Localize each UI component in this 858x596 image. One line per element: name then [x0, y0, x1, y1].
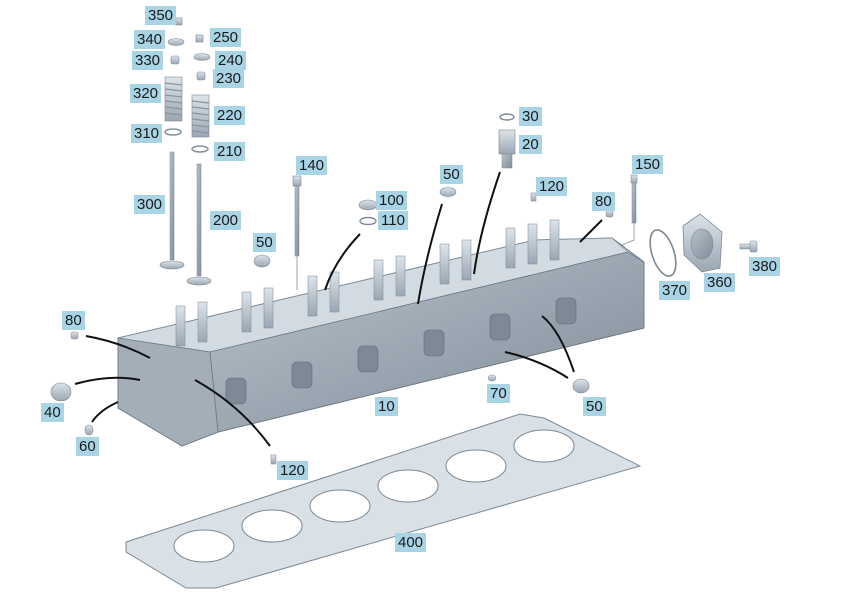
dowel-pin-120-bottom [270, 454, 277, 465]
cover-360 [682, 213, 723, 273]
gasket-bores [173, 429, 575, 563]
plug-50-right [572, 378, 590, 394]
valve-head-200 [186, 276, 212, 286]
callout-120-bottom[interactable]: 120 [277, 461, 309, 480]
callout-40[interactable]: 40 [41, 403, 64, 422]
callout-240[interactable]: 240 [215, 51, 247, 70]
spring-coils-220 [191, 100, 210, 134]
callout-350[interactable]: 350 [145, 6, 177, 25]
callout-320[interactable]: 320 [130, 84, 162, 103]
valve-cotter-250 [195, 34, 204, 43]
o-ring-110 [359, 216, 377, 226]
exhaust-valve-stack [186, 34, 212, 286]
callout-140[interactable]: 140 [296, 156, 328, 175]
callout-380[interactable]: 380 [749, 257, 781, 276]
spring-seat-210 [191, 145, 209, 153]
callout-50-top[interactable]: 50 [440, 165, 463, 184]
plug-40 [50, 382, 72, 402]
callout-20[interactable]: 20 [519, 135, 542, 154]
callout-70[interactable]: 70 [487, 384, 510, 403]
spring-coils-320 [164, 82, 183, 116]
callout-200[interactable]: 200 [210, 211, 242, 230]
callout-80-right[interactable]: 80 [592, 192, 615, 211]
callout-220[interactable]: 220 [214, 106, 246, 125]
callout-210[interactable]: 210 [214, 142, 246, 161]
callout-30[interactable]: 30 [519, 107, 542, 126]
callout-400[interactable]: 400 [395, 533, 427, 552]
dowel-pin-120-top [530, 192, 537, 202]
callout-330[interactable]: 330 [132, 51, 164, 70]
spring-retainer-240 [193, 53, 211, 61]
leader-lines [74, 171, 603, 447]
callout-250[interactable]: 250 [210, 28, 242, 47]
valve-seal-330 [170, 55, 180, 65]
o-ring-30 [499, 113, 515, 121]
pin-70 [487, 374, 497, 382]
callout-50-left[interactable]: 50 [253, 233, 276, 252]
callout-110[interactable]: 110 [378, 211, 408, 230]
sleeve-80-left [70, 331, 79, 340]
callout-310[interactable]: 310 [131, 124, 163, 143]
callout-60[interactable]: 60 [76, 437, 99, 456]
callout-360[interactable]: 360 [704, 273, 736, 292]
callout-340[interactable]: 340 [134, 30, 166, 49]
callout-230[interactable]: 230 [213, 69, 245, 88]
callout-10[interactable]: 10 [375, 397, 398, 416]
seal-ring-370 [649, 229, 677, 277]
bolt-150 [609, 174, 638, 251]
cylinder-head-10 [117, 219, 645, 447]
valve-seal-230 [196, 71, 206, 81]
callout-120-top[interactable]: 120 [536, 177, 568, 196]
plug-50-top [439, 187, 457, 197]
intake-valve-stack [159, 17, 185, 270]
sleeve-80-right [605, 209, 614, 218]
valve-cotter-350 [174, 17, 183, 26]
callout-100[interactable]: 100 [376, 191, 408, 210]
spring-retainer-340 [167, 38, 185, 46]
valve-stem-300 [169, 151, 175, 261]
callout-150[interactable]: 150 [632, 155, 664, 174]
valve-spring-320 [164, 76, 183, 122]
plug-50-left [253, 254, 271, 268]
spring-seat-310 [164, 128, 182, 136]
callout-300[interactable]: 300 [134, 195, 166, 214]
callout-80-left[interactable]: 80 [62, 311, 85, 330]
callout-370[interactable]: 370 [659, 281, 691, 300]
callout-50-right[interactable]: 50 [583, 397, 606, 416]
valve-head-300 [159, 260, 185, 270]
screw-380 [739, 240, 758, 253]
valve-spring-columns [175, 219, 560, 347]
cylinder-head-bolt-140 [292, 175, 302, 290]
washer-60 [84, 424, 94, 436]
valve-stem-200 [196, 163, 202, 277]
plug-100 [358, 199, 378, 211]
cylinder-head-gasket-400 [125, 413, 642, 589]
injector-20 [498, 129, 516, 169]
port-openings [225, 297, 577, 405]
